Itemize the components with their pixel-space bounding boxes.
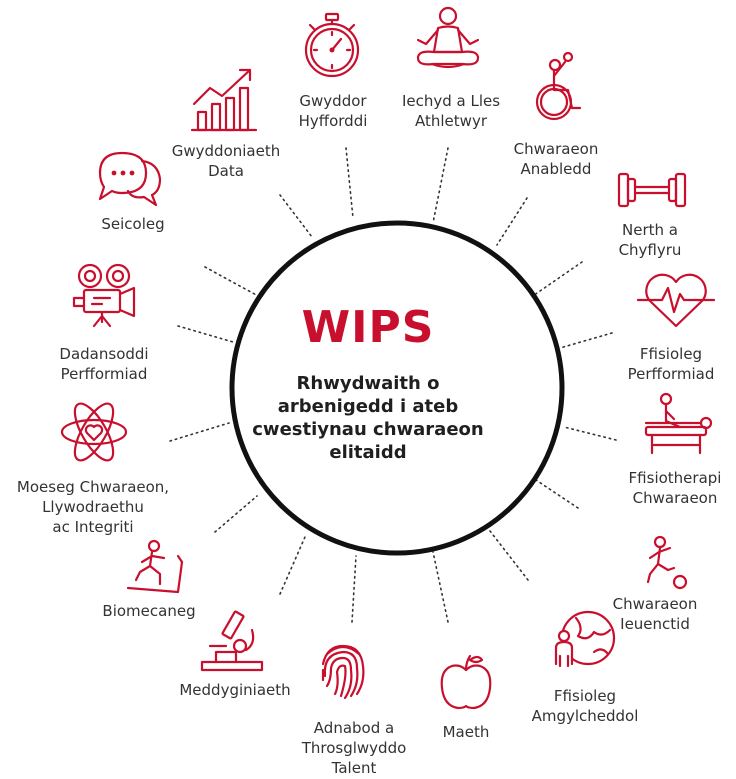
topic-label-ffisioleg-amgylcheddol: Ffisioleg Amgylcheddol (532, 686, 639, 726)
topic-line: Ffisioleg (639, 345, 703, 363)
connector (351, 555, 357, 623)
topic-line: Chwaraeon (612, 595, 698, 613)
connector (559, 332, 613, 349)
topic-line: Chwaraeon (513, 140, 599, 158)
topic-label-ffisiotherapi-chwaraeon: Ffisiotherapi Chwaraeon (629, 468, 722, 508)
topic-label-biomecaneg: Biomecaneg (102, 601, 195, 621)
topic-label-dadansoddi-perfformiad: Dadansoddi Perfformiad (59, 344, 148, 384)
topic-label-maeth: Maeth (443, 722, 490, 742)
center-subtitle: Rhwydwaith o arbenigedd i ateb cwestiyna… (252, 373, 484, 463)
topic-line: Ffisioleg (553, 687, 617, 705)
child-football-icon (646, 535, 688, 590)
connector (489, 530, 529, 581)
meditation-icon (416, 6, 480, 69)
topic-line: Perfformiad (627, 365, 715, 383)
connector (496, 197, 528, 246)
topic-line: Data (208, 162, 244, 180)
topic-line: Biomecaneg (102, 602, 196, 620)
connector (214, 495, 258, 533)
microscope-icon (200, 610, 264, 672)
speech-bubbles-icon (98, 151, 162, 207)
topic-line: Chwaraeon (632, 489, 718, 507)
connector (279, 536, 306, 595)
topic-line: Ffisiotherapi (628, 469, 722, 487)
topic-line: Anabledd (520, 160, 592, 178)
topic-label-gwyddoniaeth-data: Gwyddoniaeth Data (172, 141, 280, 181)
apple-icon (440, 654, 492, 710)
topic-line: Llywodraethu (42, 498, 144, 516)
connector (204, 266, 261, 298)
topic-line: Hyfforddi (298, 112, 368, 130)
connector (177, 325, 234, 343)
connector (169, 422, 230, 442)
fingerprint-icon (321, 644, 365, 700)
topic-line: Chyflyru (618, 241, 682, 259)
topic-line: Athletwyr (415, 112, 487, 130)
topic-line: Throsglwyddo (301, 739, 407, 757)
topic-label-meddyginiaeth: Meddyginiaeth (179, 680, 290, 700)
center-circle (229, 220, 565, 556)
topic-line: Gwyddor (299, 92, 367, 110)
topic-label-nerth-a-chyflyru: Nerth a Chyflyru (619, 220, 682, 260)
connector (535, 479, 579, 509)
topic-label-adnabod-talent: Adnabod a Throsglwyddo Talent (302, 718, 407, 778)
center-title: WIPS (301, 302, 435, 353)
connectors (169, 147, 617, 623)
person-globe-icon (554, 610, 616, 668)
topic-label-iechyd-a-lles: Iechyd a Lles Athletwyr (402, 91, 500, 131)
topic-line: ac Integriti (52, 518, 134, 536)
topic-line: Perfformiad (60, 365, 148, 383)
topic-line: Gwyddoniaeth (171, 142, 281, 160)
topic-line: Dadansoddi (59, 345, 149, 363)
topic-line: Amgylcheddol (531, 707, 639, 725)
topic-line: Moeseg Chwaraeon, (16, 478, 170, 496)
topic-line: Iechyd a Lles (401, 92, 501, 110)
topic-line: Talent (331, 759, 377, 777)
topic-label-moeseg-chwaraeon: Moeseg Chwaraeon, Llywodraethu ac Integr… (17, 477, 169, 537)
topic-line: Seicoleg (101, 215, 165, 233)
massage-table-icon (644, 392, 713, 455)
heart-rate-icon (636, 273, 716, 328)
wheelchair-athlete-icon (535, 51, 582, 121)
connector (526, 261, 583, 301)
topic-label-gwyddor-hyfforddi: Gwyddor Hyfforddi (299, 91, 368, 131)
connector (563, 426, 617, 441)
topic-line: Meddyginiaeth (179, 681, 291, 699)
topic-line: Maeth (442, 723, 490, 741)
stopwatch-icon (304, 12, 360, 78)
atom-heart-icon (60, 402, 128, 462)
bar-chart-icon (190, 68, 258, 132)
topic-label-ffisioleg-perfformiad: Ffisioleg Perfformiad (628, 344, 715, 384)
treadmill-runner-icon (126, 539, 184, 594)
topic-line: Ieuenctid (620, 615, 690, 633)
dumbbell-icon (617, 172, 687, 208)
topic-label-seicoleg: Seicoleg (101, 214, 164, 234)
connector (345, 147, 354, 219)
connector (432, 147, 449, 224)
topic-label-chwaraeon-ieuenctid: Chwaraeon Ieuenctid (613, 594, 698, 634)
topic-label-chwaraeon-anabledd: Chwaraeon Anabledd (514, 139, 599, 179)
video-camera-icon (72, 263, 136, 328)
topic-line: Adnabod a (313, 719, 395, 737)
connector (432, 551, 449, 623)
connector (279, 194, 313, 238)
topic-line: Nerth a (622, 221, 678, 239)
